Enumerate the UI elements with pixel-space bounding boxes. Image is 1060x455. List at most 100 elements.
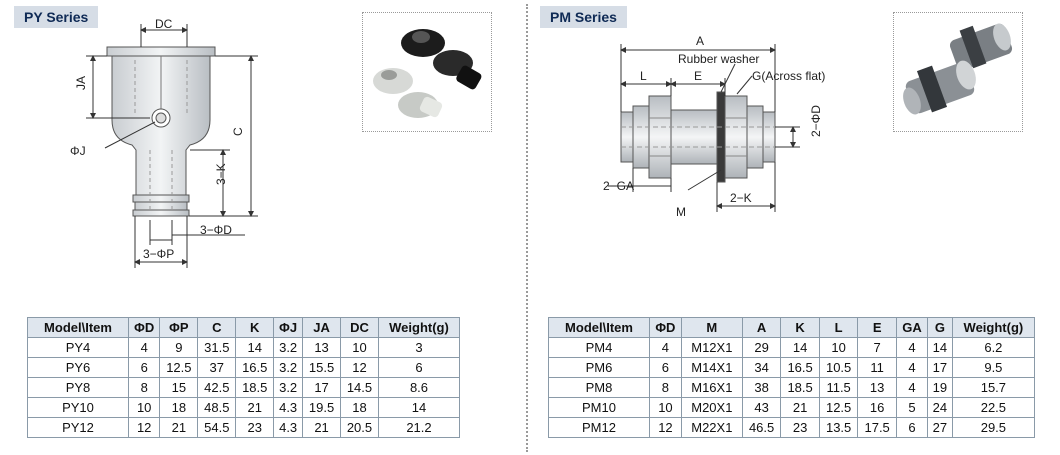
table-cell: 6 bbox=[895, 417, 929, 438]
pm-series-panel: PM Series bbox=[530, 0, 1060, 455]
table-cell: 54.5 bbox=[197, 417, 237, 438]
table-cell: 14 bbox=[377, 397, 461, 418]
py-black-fitting-image bbox=[401, 29, 482, 90]
table-cell: 3.2 bbox=[273, 357, 304, 378]
dim-label-3d: 3−ΦD bbox=[200, 223, 232, 237]
py-spec-table: Model\Item ΦD ΦP C K ΦJ JA DC Weight(g) … bbox=[27, 317, 461, 438]
py-grey-fitting-image bbox=[373, 68, 443, 118]
py-fitting-body bbox=[106, 46, 216, 217]
table-cell: 12 bbox=[649, 417, 682, 438]
table-cell: 7 bbox=[857, 337, 897, 358]
table-cell: 10 bbox=[649, 397, 682, 418]
table-cell: 6 bbox=[127, 357, 161, 378]
table-cell: 18 bbox=[340, 397, 379, 418]
py-header-cell: Weight(g) bbox=[377, 317, 461, 338]
dim-label-m: M bbox=[676, 205, 686, 219]
pm-header-cell: E bbox=[857, 317, 897, 338]
table-cell: 21.2 bbox=[377, 417, 461, 438]
py-header-cell: ΦD bbox=[127, 317, 161, 338]
pm-header-cell: L bbox=[818, 317, 859, 338]
table-cell: 22.5 bbox=[951, 397, 1036, 418]
panel-divider bbox=[526, 4, 528, 452]
table-cell: PY12 bbox=[27, 417, 129, 438]
table-cell: 13 bbox=[302, 337, 342, 358]
table-cell: 10.5 bbox=[818, 357, 859, 378]
table-cell: 16.5 bbox=[235, 357, 275, 378]
table-cell: 4 bbox=[895, 377, 929, 398]
table-cell: 4 bbox=[895, 357, 929, 378]
table-cell: 6.2 bbox=[951, 337, 1036, 358]
table-cell: 11 bbox=[857, 357, 897, 378]
table-cell: 15.7 bbox=[951, 377, 1036, 398]
py-header-cell: DC bbox=[340, 317, 379, 338]
table-cell: PY10 bbox=[27, 397, 129, 418]
pm-header-cell: A bbox=[741, 317, 782, 338]
py-header-cell: JA bbox=[302, 317, 342, 338]
table-cell: 15 bbox=[159, 377, 199, 398]
py-technical-drawing: DC JA C ΦJ 3−K 3−ΦD 3−ΦP bbox=[70, 17, 258, 268]
dim-label-rubber-washer: Rubber washer bbox=[678, 52, 759, 66]
table-cell: 3.2 bbox=[273, 337, 304, 358]
py-header-cell: K bbox=[235, 317, 275, 338]
table-cell: 20.5 bbox=[340, 417, 379, 438]
table-cell: 18.5 bbox=[780, 377, 820, 398]
table-cell: 21 bbox=[235, 397, 275, 418]
table-cell: M20X1 bbox=[680, 397, 743, 418]
dim-label-c: C bbox=[231, 127, 245, 136]
table-cell: 10 bbox=[818, 337, 859, 358]
table-cell: 21 bbox=[159, 417, 199, 438]
table-cell: 13 bbox=[857, 377, 897, 398]
dim-label-3k: 3−K bbox=[214, 163, 228, 185]
table-cell: 19.5 bbox=[302, 397, 342, 418]
table-cell: 12 bbox=[340, 357, 379, 378]
pm-header-cell: GA bbox=[895, 317, 929, 338]
pm-dimension-lines bbox=[608, 44, 800, 212]
table-cell: 21 bbox=[780, 397, 820, 418]
pm-bulkhead-fitting-image-back bbox=[949, 23, 1013, 71]
table-cell: 15.5 bbox=[302, 357, 342, 378]
table-cell: 18 bbox=[159, 397, 199, 418]
table-cell: 43 bbox=[741, 397, 782, 418]
dim-label-2ga: 2−GA bbox=[603, 179, 634, 193]
table-cell: 6 bbox=[377, 357, 461, 378]
table-cell: 23 bbox=[235, 417, 275, 438]
table-cell: 29 bbox=[741, 337, 782, 358]
py-product-photo bbox=[362, 12, 492, 132]
table-cell: 4 bbox=[127, 337, 161, 358]
table-cell: 12.5 bbox=[818, 397, 859, 418]
table-cell: 3 bbox=[377, 337, 461, 358]
py-header-cell: C bbox=[197, 317, 237, 338]
table-cell: 46.5 bbox=[741, 417, 782, 438]
table-cell: PM6 bbox=[548, 357, 650, 378]
dim-label-3p: 3−ΦP bbox=[143, 247, 174, 261]
table-cell: 12.5 bbox=[159, 357, 199, 378]
table-cell: 4 bbox=[895, 337, 929, 358]
table-cell: 9 bbox=[159, 337, 199, 358]
table-cell: 6 bbox=[649, 357, 682, 378]
table-cell: 17 bbox=[927, 357, 953, 378]
table-cell: 29.5 bbox=[951, 417, 1036, 438]
table-cell: PM10 bbox=[548, 397, 650, 418]
table-cell: 23 bbox=[780, 417, 820, 438]
table-cell: PM8 bbox=[548, 377, 650, 398]
table-cell: M22X1 bbox=[680, 417, 743, 438]
table-cell: M14X1 bbox=[680, 357, 743, 378]
py-dimension-lines bbox=[86, 24, 258, 268]
table-cell: 8.6 bbox=[377, 377, 461, 398]
py-header-cell: ΦP bbox=[159, 317, 199, 338]
table-cell: 14.5 bbox=[340, 377, 379, 398]
dim-label-phi-j: ΦJ bbox=[70, 144, 86, 158]
table-cell: 34 bbox=[741, 357, 782, 378]
py-header-cell: Model\Item bbox=[27, 317, 129, 338]
table-cell: 10 bbox=[127, 397, 161, 418]
table-cell: 4.3 bbox=[273, 397, 304, 418]
table-cell: 21 bbox=[302, 417, 342, 438]
table-cell: 16 bbox=[857, 397, 897, 418]
pm-bulkhead-fitting-image-front bbox=[903, 60, 976, 115]
dim-label-dc: DC bbox=[155, 17, 173, 31]
